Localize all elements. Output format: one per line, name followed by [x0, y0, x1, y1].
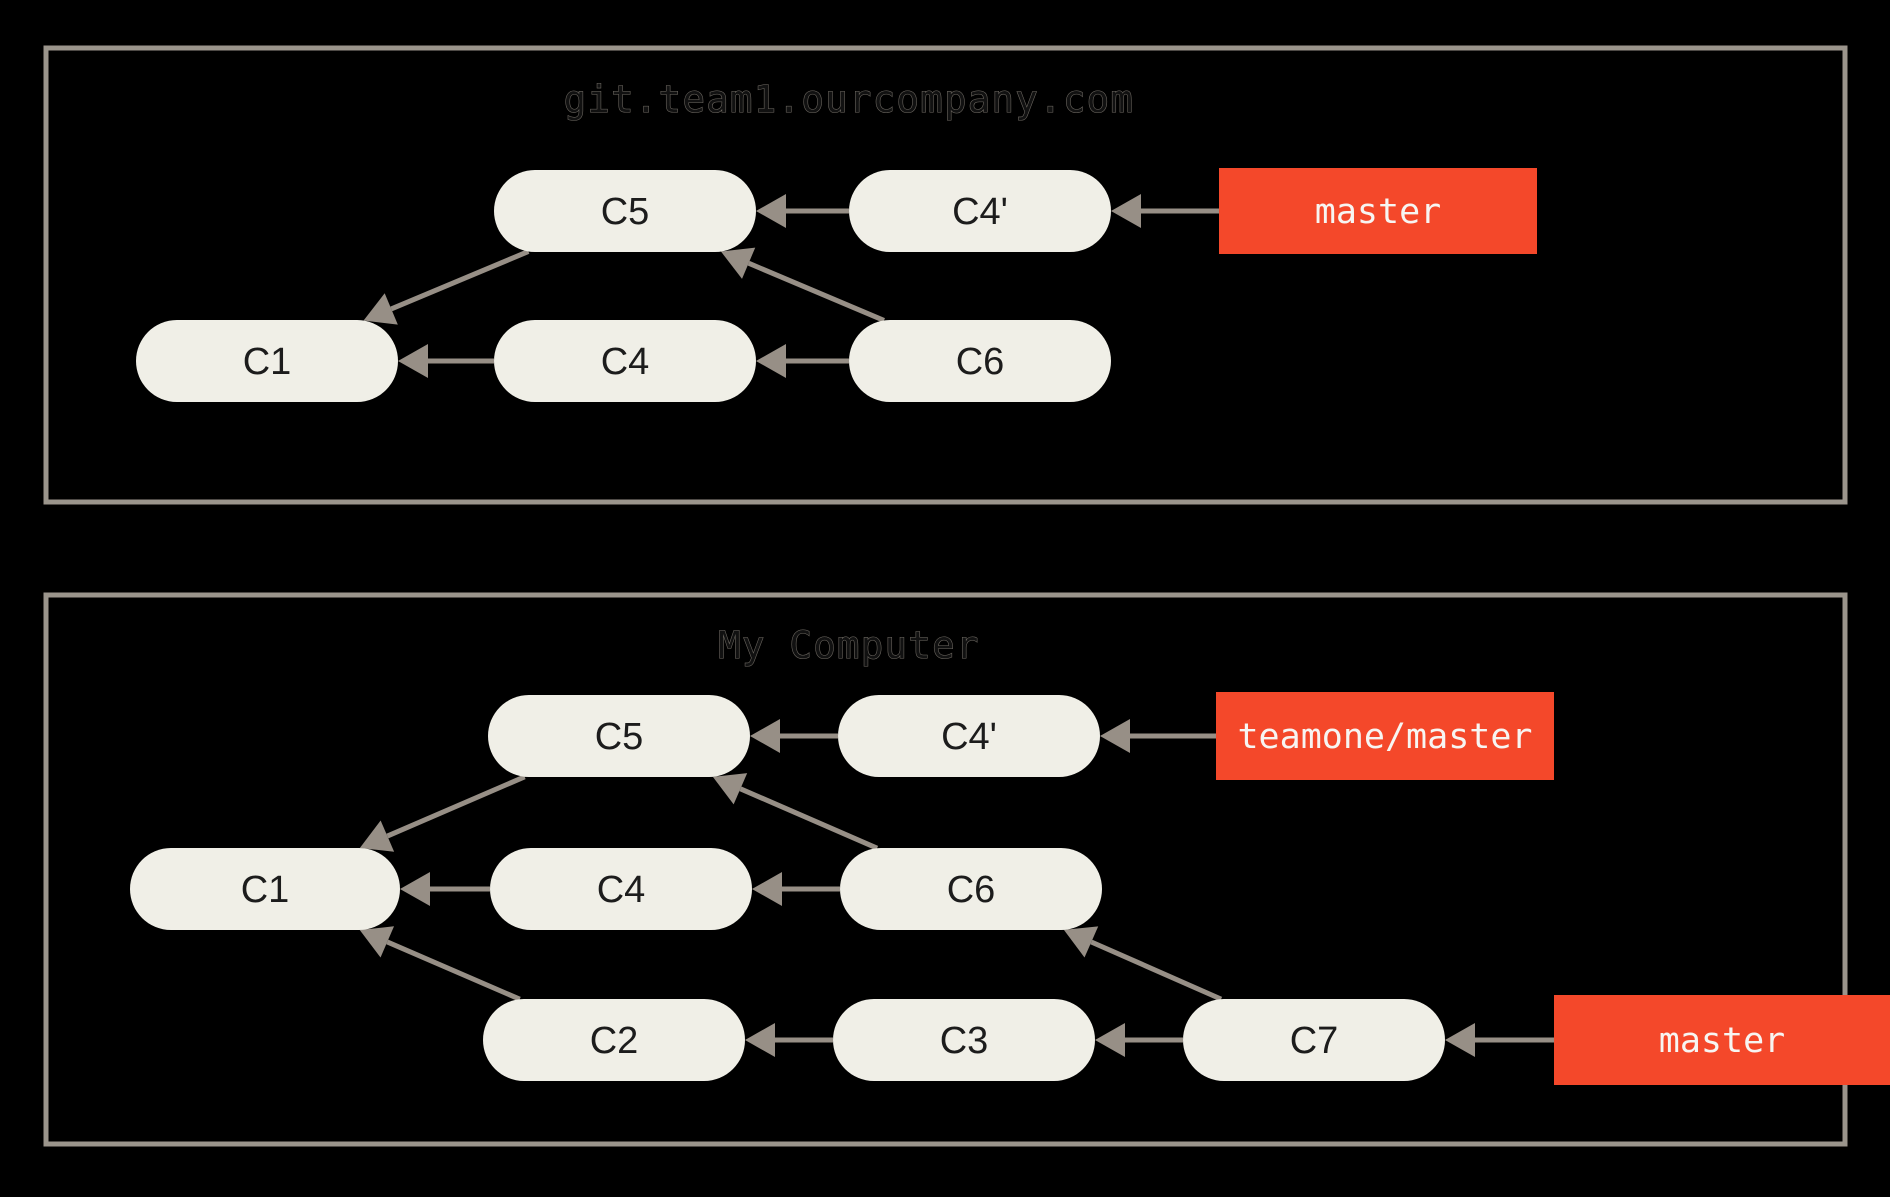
commit-node-c7[interactable]: C7	[1183, 999, 1445, 1081]
edge-teamone-master-to-c4prime	[1100, 719, 1216, 753]
edge-arrowhead	[756, 194, 786, 228]
commit-node-c4-prime[interactable]: C4'	[849, 170, 1111, 252]
commit-label: C4'	[952, 191, 1008, 233]
commit-node-c4-prime[interactable]: C4'	[838, 695, 1100, 777]
panel-local-panel: C1 C4 C6 C5 C4' C2 C3 C7 teamone/master master My …	[43, 592, 1890, 1147]
commit-node-c4[interactable]: C4	[494, 320, 756, 402]
edge-arrowhead	[750, 719, 780, 753]
commit-label: C1	[241, 869, 290, 911]
commit-node-c5[interactable]: C5	[494, 170, 756, 252]
commit-node-c6[interactable]: C6	[849, 320, 1111, 402]
edge-layer	[359, 719, 1554, 1057]
panel-border	[43, 45, 1848, 505]
commit-label: C6	[956, 341, 1005, 383]
edge-shaft	[739, 786, 879, 851]
node-layer: C1 C4 C6 C5 C4' C2 C3 C7 teamone/master master	[130, 692, 1890, 1085]
edge-layer	[363, 194, 1219, 378]
edge-shaft	[386, 774, 526, 839]
edge-c4-to-c1	[400, 872, 490, 906]
edge-arrowhead	[756, 344, 786, 378]
edge-c7-to-c3	[1095, 1023, 1183, 1057]
commit-label: C4	[597, 869, 646, 911]
edge-c6-to-c4	[756, 344, 849, 378]
commit-label: C4	[601, 341, 650, 383]
edge-c3-to-c2	[745, 1023, 833, 1057]
branch-label-text: teamone/master	[1237, 717, 1532, 757]
panel-title: My Computer	[718, 624, 980, 667]
commit-node-c1[interactable]: C1	[130, 848, 400, 930]
edge-arrowhead	[398, 344, 428, 378]
edge-master-to-c7	[1445, 1023, 1554, 1057]
commit-label: C6	[947, 869, 996, 911]
edge-c4-to-c1	[398, 344, 494, 378]
branch-label-box-master[interactable]: master	[1219, 168, 1537, 254]
commit-node-c1[interactable]: C1	[136, 320, 398, 402]
edge-arrowhead	[359, 820, 395, 852]
panel-title: git.team1.ourcompany.com	[564, 78, 1135, 121]
commit-label: C1	[243, 341, 292, 383]
edge-arrowhead	[745, 1023, 775, 1057]
commit-node-c6[interactable]: C6	[840, 848, 1102, 930]
edge-arrowhead	[1445, 1023, 1475, 1057]
commit-label: C5	[601, 191, 650, 233]
edge-arrowhead	[1095, 1023, 1125, 1057]
edge-c6-to-c5	[720, 247, 885, 323]
commit-node-c4[interactable]: C4	[490, 848, 752, 930]
node-layer: C1 C4 C6 C5 C4' master	[136, 168, 1537, 402]
edge-c5-to-c1	[359, 774, 526, 852]
branch-label-text: master	[1659, 1021, 1785, 1061]
edge-c7-to-c6	[1063, 926, 1223, 1002]
edge-c4prime-to-c5	[756, 194, 849, 228]
commit-label: C5	[595, 716, 644, 758]
edge-shaft	[390, 249, 530, 312]
edge-shaft	[1090, 939, 1223, 1002]
edge-arrowhead	[363, 293, 398, 325]
edge-c6-to-c5	[712, 773, 879, 851]
edge-shaft	[386, 939, 521, 1002]
edge-arrowhead	[712, 773, 748, 805]
commit-node-c3[interactable]: C3	[833, 999, 1095, 1081]
edge-arrowhead	[359, 926, 395, 958]
commit-node-c5[interactable]: C5	[488, 695, 750, 777]
commit-node-c2[interactable]: C2	[483, 999, 745, 1081]
edge-arrowhead	[720, 247, 756, 279]
edge-c2-to-c1	[359, 926, 521, 1002]
commit-label: C4'	[941, 716, 997, 758]
commit-label: C3	[940, 1020, 989, 1062]
panel-border	[43, 592, 1848, 1147]
branch-label-text: master	[1315, 192, 1441, 232]
panel-remote-panel: C1 C4 C6 C5 C4' master git.team1.ourcompany.co…	[43, 45, 1848, 505]
commit-label: C7	[1290, 1020, 1339, 1062]
edge-c6-to-c4	[752, 872, 840, 906]
edge-c4prime-to-c5	[750, 719, 838, 753]
commit-label: C2	[590, 1020, 639, 1062]
edge-master-to-c4prime	[1111, 194, 1219, 228]
edge-arrowhead	[752, 872, 782, 906]
edge-arrowhead	[400, 872, 430, 906]
edge-arrowhead	[1063, 926, 1099, 958]
edge-arrowhead	[1100, 719, 1130, 753]
branch-label-box-master[interactable]: master	[1554, 995, 1890, 1085]
edge-arrowhead	[1111, 194, 1141, 228]
edge-shaft	[747, 260, 885, 323]
edge-c5-to-c1	[363, 249, 530, 325]
branch-label-box-teamone-master[interactable]: teamone/master	[1216, 692, 1554, 780]
